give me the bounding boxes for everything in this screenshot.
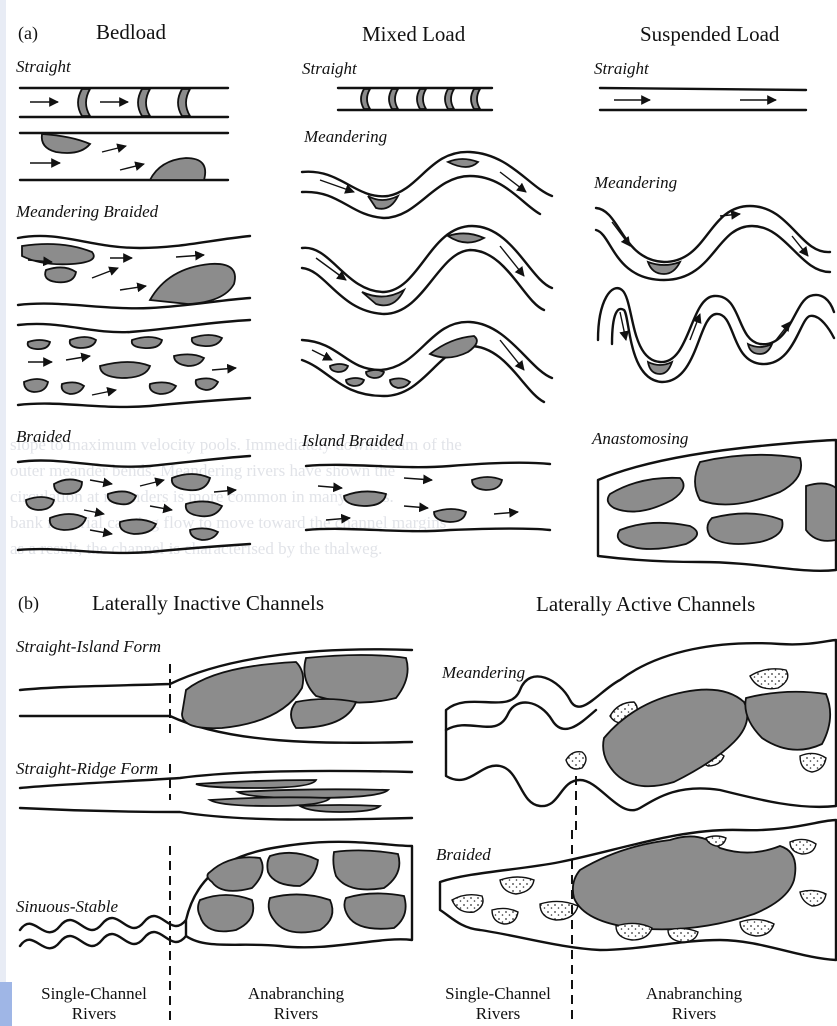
label-anastomosing: Anastomosing [592, 430, 688, 447]
label-suspended-meandering: Meandering [594, 174, 677, 191]
bedload-braided [18, 456, 250, 553]
panel-a-letter: (a) [18, 24, 38, 42]
column-header-mixed-load: Mixed Load [362, 24, 465, 45]
bottom-label-line: Rivers [624, 1004, 764, 1024]
bottom-label-line: Rivers [24, 1004, 164, 1024]
label-straight-island-form: Straight-Island Form [16, 638, 161, 655]
bottom-label-line: Anabranching [226, 984, 366, 1004]
straight-island-form [20, 649, 412, 742]
bedload-meandering-braided-1 [18, 236, 250, 308]
bedload-straight-1 [20, 88, 228, 117]
label-bedload-braided: Braided [16, 428, 71, 445]
suspended-meandering-2 [598, 288, 834, 382]
mixed-straight [338, 88, 492, 110]
label-bedload-straight: Straight [16, 58, 71, 75]
bottom-label-line: Single-Channel [428, 984, 568, 1004]
label-lateral-meandering: Meandering [442, 664, 525, 681]
bottom-left-accent-bar [0, 982, 12, 1026]
bottom-label-line: Rivers [428, 1004, 568, 1024]
mixed-island-braided [306, 463, 550, 531]
bottom-label-anabranching-right: Anabranching Rivers [624, 984, 764, 1025]
header-laterally-inactive: Laterally Inactive Channels [92, 593, 324, 614]
label-mixed-meandering: Meandering [304, 128, 387, 145]
header-laterally-active: Laterally Active Channels [536, 594, 755, 615]
label-sinuous-stable: Sinuous-Stable [16, 898, 118, 915]
bottom-label-anabranching-left: Anabranching Rivers [226, 984, 366, 1025]
suspended-meandering-1 [596, 206, 830, 280]
bottom-label-single-channel-right: Single-Channel Rivers [428, 984, 568, 1025]
column-header-suspended-load: Suspended Load [640, 24, 779, 45]
suspended-straight [600, 88, 806, 110]
mixed-meandering-2 [302, 226, 552, 314]
bottom-label-single-channel-left: Single-Channel Rivers [24, 984, 164, 1025]
bedload-straight-2 [20, 133, 228, 180]
bottom-label-line: Rivers [226, 1004, 366, 1024]
suspended-anastomosing [598, 440, 836, 571]
label-mixed-straight: Straight [302, 60, 357, 77]
label-suspended-straight: Straight [594, 60, 649, 77]
column-header-bedload: Bedload [96, 22, 166, 43]
bottom-label-line: Anabranching [624, 984, 764, 1004]
bottom-label-line: Single-Channel [24, 984, 164, 1004]
mixed-meandering-1 [302, 152, 552, 218]
label-meandering-braided: Meandering Braided [16, 203, 158, 220]
label-lateral-braided: Braided [436, 846, 491, 863]
panel-b-letter: (b) [18, 594, 39, 612]
bedload-meandering-braided-2 [18, 320, 250, 407]
label-straight-ridge-form: Straight-Ridge Form [16, 760, 158, 777]
label-island-braided: Island Braided [302, 432, 404, 449]
mixed-meandering-3 [302, 322, 552, 402]
